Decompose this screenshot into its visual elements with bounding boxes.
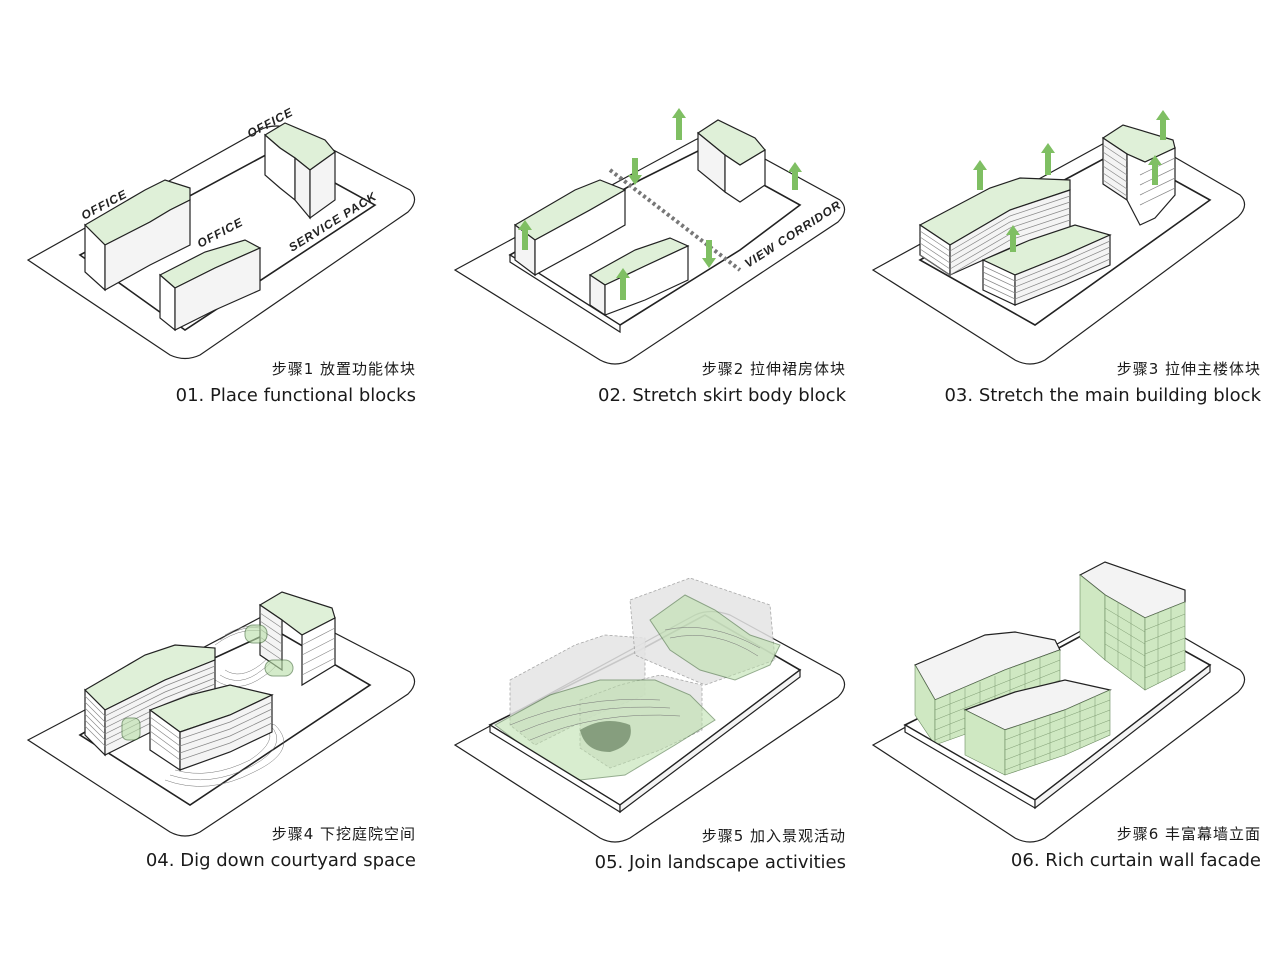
step-3-title-cn: 步骤3 拉伸主楼体块 bbox=[1116, 360, 1261, 378]
step-6-diagram bbox=[871, 561, 1246, 843]
step-5-diagram bbox=[453, 577, 846, 843]
step-6-caption: 步骤6 丰富幕墙立面 06. Rich curtain wall facade bbox=[1011, 823, 1261, 871]
step-3-diagram bbox=[871, 110, 1246, 365]
step-6-title-cn: 步骤6 丰富幕墙立面 bbox=[1116, 825, 1261, 843]
stretch-arrows bbox=[518, 108, 802, 300]
stretch-arrows bbox=[973, 110, 1170, 252]
step-4-panel: 步骤4 下挖庭院空间 04. Dig down courtyard space bbox=[10, 520, 430, 940]
step-6-panel: 步骤6 丰富幕墙立面 06. Rich curtain wall facade bbox=[855, 520, 1275, 940]
step-1-title-en: 01. Place functional blocks bbox=[175, 385, 416, 406]
step-2-caption: 步骤2 拉伸裙房体块 02. Stretch skirt body block bbox=[598, 358, 846, 406]
step-4-title-cn: 步骤4 下挖庭院空间 bbox=[271, 825, 416, 843]
step-4-title-en: 04. Dig down courtyard space bbox=[145, 850, 416, 871]
step-1-panel: OFFICE OFFICE OFFICE SERVICE PACK 步骤1 放置… bbox=[10, 40, 430, 460]
step-5-title-en: 05. Join landscape activities bbox=[594, 852, 846, 873]
step-3-caption: 步骤3 拉伸主楼体块 03. Stretch the main building… bbox=[944, 358, 1261, 406]
curtain-grid-middle bbox=[1004, 696, 1111, 771]
step-5-caption: 步骤5 加入景观活动 05. Join landscape activities bbox=[595, 825, 846, 873]
step-2-panel: VIEW CORRIDOR 步骤2 拉伸裙房体块 02. Stretch ski… bbox=[440, 40, 860, 460]
step-3-panel: 步骤3 拉伸主楼体块 03. Stretch the main building… bbox=[855, 40, 1275, 460]
step-1-caption: 步骤1 放置功能体块 01. Place functional blocks bbox=[176, 358, 416, 406]
step-3-title-en: 03. Stretch the main building block bbox=[944, 385, 1261, 406]
landscape-surface bbox=[494, 594, 781, 781]
courtyard-glass bbox=[121, 624, 294, 741]
step-5-panel: 步骤5 加入景观活动 05. Join landscape activities bbox=[440, 520, 860, 940]
step-2-title-en: 02. Stretch skirt body block bbox=[598, 385, 846, 406]
step-1-diagram: OFFICE OFFICE OFFICE SERVICE PACK bbox=[26, 105, 416, 360]
step-1-title-cn: 步骤1 放置功能体块 bbox=[271, 360, 416, 378]
step-4-caption: 步骤4 下挖庭院空间 04. Dig down courtyard space bbox=[146, 823, 416, 871]
step-6-title-en: 06. Rich curtain wall facade bbox=[1010, 850, 1261, 871]
curtain-grid-right bbox=[1104, 602, 1186, 684]
step-4-diagram bbox=[26, 591, 416, 837]
step-2-title-cn: 步骤2 拉伸裙房体块 bbox=[701, 360, 846, 378]
step-5-title-cn: 步骤5 加入景观活动 bbox=[701, 827, 846, 845]
step-2-diagram: VIEW CORRIDOR bbox=[453, 108, 846, 365]
